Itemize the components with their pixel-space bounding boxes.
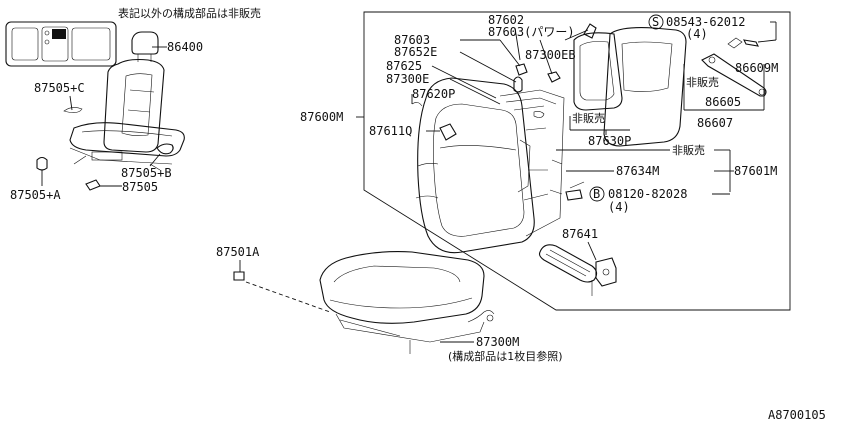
label-86609m: 86609M — [735, 61, 778, 75]
label-b-qty: (4) — [608, 200, 630, 214]
label-87300m: 87300M — [476, 335, 519, 349]
label-87625: 87625 — [386, 59, 422, 73]
bolt-87501a — [233, 271, 245, 281]
label-86400: 86400 — [167, 40, 203, 54]
back-panel — [573, 23, 623, 111]
label-87505a: 87505+A — [10, 188, 61, 202]
b-mark: B — [593, 187, 600, 201]
label-87630p: 87630P — [588, 134, 631, 148]
seat-cushion — [319, 251, 495, 354]
s-mark-circle — [648, 14, 664, 30]
small-seat-assembly — [36, 31, 185, 191]
label-87505b: 87505+B — [121, 166, 172, 180]
b-mark-circle — [589, 186, 605, 202]
label-87641: 87641 — [562, 227, 598, 241]
label-not-sold-2: 非販売 — [686, 76, 719, 89]
label-87505: 87505 — [122, 180, 158, 194]
label-87505c: 87505+C — [34, 81, 85, 95]
label-s-qty: (4) — [686, 27, 708, 41]
label-87501a: 87501A — [216, 245, 260, 259]
footer-code: A8700105 — [768, 408, 826, 422]
label-87602: 87602 — [488, 13, 524, 27]
label-not-sold-1: 非販売 — [572, 112, 605, 125]
label-87620p: 87620P — [412, 87, 455, 101]
seat-thumbnail — [5, 21, 117, 67]
label-87300m-note: (構成部品は1枚目参照) — [448, 349, 563, 363]
label-86605: 86605 — [705, 95, 741, 109]
seat-back-board — [603, 27, 687, 147]
note-top: 表記以外の構成部品は非販売 — [118, 6, 261, 20]
label-87300eb: 87300EB — [525, 48, 576, 62]
seat-back — [415, 77, 565, 254]
label-87652e: 87652E — [394, 45, 437, 59]
assembly-outline — [363, 11, 791, 311]
label-87603-power: 87603(パワー) — [488, 25, 575, 39]
label-s-code: 08543-62012 — [666, 15, 745, 29]
label-86607: 86607 — [697, 116, 733, 130]
label-87611q: 87611Q — [369, 124, 412, 138]
b-bolt — [565, 189, 583, 201]
s-mark: S — [652, 15, 659, 29]
label-87603: 87603 — [394, 33, 430, 47]
label-b-code: 08120-82028 — [608, 187, 687, 201]
label-87600m: 87600M — [300, 110, 343, 124]
label-not-sold-3: 非販売 — [672, 144, 705, 157]
label-87601m: 87601M — [734, 164, 777, 178]
label-87634m: 87634M — [616, 164, 659, 178]
label-87300e: 87300E — [386, 72, 429, 86]
power-switch — [538, 244, 617, 296]
